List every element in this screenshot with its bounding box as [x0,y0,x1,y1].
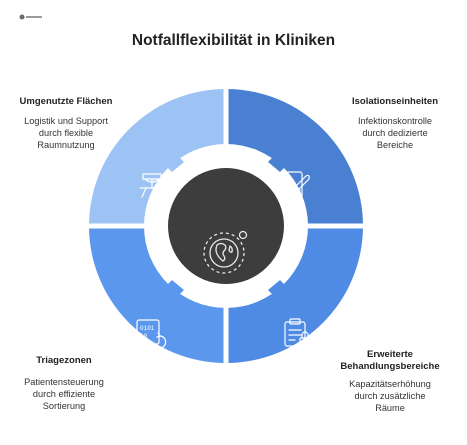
desc-line: durch dedizierte [362,128,428,138]
desc-line: Logistik und Support [24,116,108,126]
heading-triagezonen: Triagezonen [36,355,92,366]
clipboard-lock-icon [284,318,311,347]
desc-line: Kapazitätserhöhung [349,379,431,389]
desc-line: Bereiche [376,140,414,150]
page-title: Notfallflexibilität in Kliniken [131,32,336,49]
center-disc [168,168,284,284]
svg-text:10: 10 [140,333,148,340]
desc-line: Patientensteuerung [24,377,104,387]
binary-refresh-icon: 0101 10 [136,319,167,349]
desc-line: durch effiziente [32,389,96,399]
heading-line: Erweiterte [367,349,413,360]
desc-line: Sortierung [42,401,86,411]
napkin-logo-icon [19,14,42,20]
phone-rocket-icon [285,171,310,199]
desc-triagezonen: Patientensteuerung durch effiziente Sort… [4,376,124,412]
svg-text:0101: 0101 [140,325,155,332]
desc-erweiterte-behandlungsbereiche: Kapazitätserhöhung durch zusätzliche Räu… [325,378,455,414]
desc-line: durch zusätzliche [354,391,426,401]
globe-icon [203,230,248,274]
desk-chair-icon [139,173,165,198]
heading-isolationseinheiten: Isolationseinheiten [351,96,439,107]
desc-line: Raumnutzung [37,140,95,150]
heading-umgenutzte-flaechen: Umgenutzte Flächen [19,96,113,107]
desc-line: Infektionskontrolle [357,116,433,126]
ring-notches [150,140,302,312]
desc-line: durch flexible [38,128,94,138]
desc-isolationseinheiten: Infektionskontrolle durch dedizierte Ber… [335,115,455,151]
heading-line: Behandlungsbereiche [340,361,440,372]
heading-erweiterte-behandlungsbereiche: Erweiterte Behandlungsbereiche [325,349,455,373]
desc-line: Räume [375,403,405,413]
desc-umgenutzte-flaechen: Logistik und Support durch flexible Raum… [6,115,126,151]
